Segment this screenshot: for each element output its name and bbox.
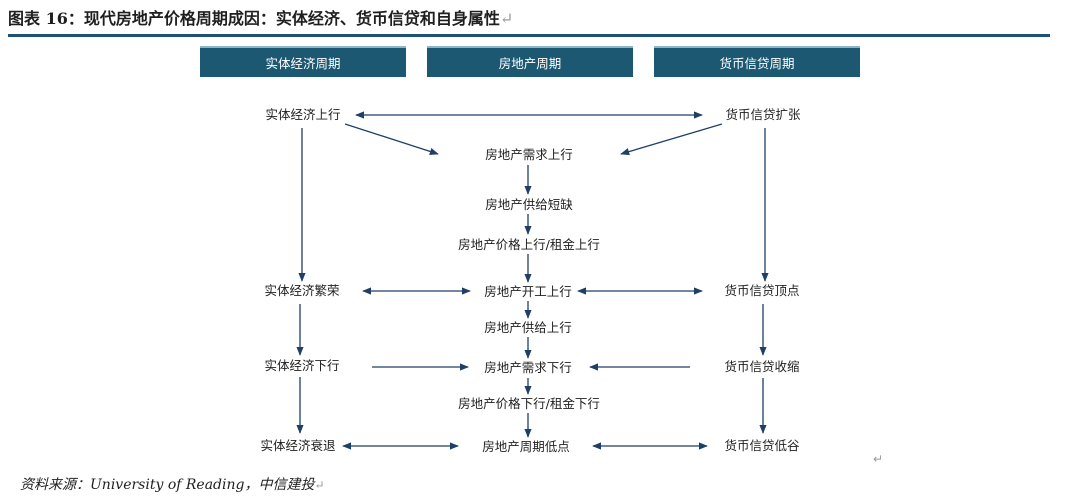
node-re-cycle-trough: 房地产周期低点 xyxy=(482,439,570,454)
node-re-supply-shortage: 房地产供给短缺 xyxy=(485,197,573,212)
node-real-economy-recession: 实体经济衰退 xyxy=(260,438,336,453)
node-credit-contraction: 货币信贷收缩 xyxy=(724,359,800,374)
node-re-supply-up: 房地产供给上行 xyxy=(484,320,572,335)
stray-return-mark: ↵ xyxy=(873,452,884,466)
header-real-estate-cycle: 房地产周期 xyxy=(427,46,633,77)
title-rule xyxy=(8,34,1050,37)
node-re-price-rent-down: 房地产价格下行/租金下行 xyxy=(458,396,600,411)
node-credit-trough: 货币信贷低谷 xyxy=(724,438,800,453)
node-credit-expansion: 货币信贷扩张 xyxy=(725,107,801,122)
node-credit-peak: 货币信贷顶点 xyxy=(724,283,800,298)
source-return-mark: ↵ xyxy=(314,478,325,492)
node-re-demand-down: 房地产需求下行 xyxy=(484,360,572,375)
header-credit-cycle: 货币信贷周期 xyxy=(654,46,860,77)
node-real-economy-up: 实体经济上行 xyxy=(265,107,341,122)
arrow-real-up-to-demand-up xyxy=(344,123,439,155)
node-re-construction-up: 房地产开工上行 xyxy=(484,284,572,299)
header-real-economy-cycle: 实体经济周期 xyxy=(200,46,406,77)
node-real-economy-down: 实体经济下行 xyxy=(264,358,340,373)
figure-title: 图表 16：现代房地产价格周期成因：实体经济、货币信贷和自身属性↵ xyxy=(8,9,514,28)
source-note: 资料来源：University of Reading，中信建投↵ xyxy=(20,477,325,493)
arrow-credit-expansion-to-demand-up xyxy=(620,123,723,156)
node-real-economy-boom: 实体经济繁荣 xyxy=(264,283,340,298)
node-re-price-rent-up: 房地产价格上行/租金上行 xyxy=(458,237,600,252)
title-return-mark: ↵ xyxy=(499,9,514,28)
node-re-demand-up: 房地产需求上行 xyxy=(485,147,573,162)
